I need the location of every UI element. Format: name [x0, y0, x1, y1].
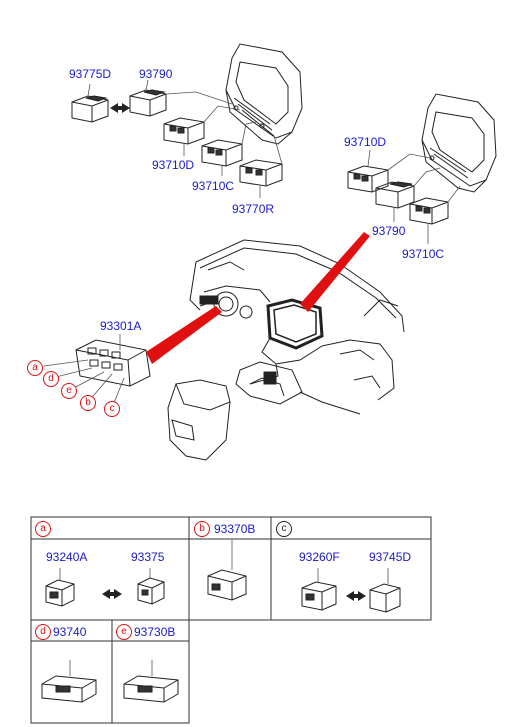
label-93770R: 93770R — [232, 202, 275, 216]
table-callout-c: c — [276, 521, 292, 537]
callout-e: e — [61, 383, 77, 399]
table-callout-a: a — [35, 521, 51, 537]
double-arrow-top — [110, 103, 130, 113]
switch-93770R — [239, 159, 283, 187]
table-label-93730B: 93730B — [134, 625, 176, 639]
label-93710D: 93710D — [152, 158, 195, 172]
callout-a: a — [27, 360, 43, 376]
label-93301A: 93301A — [100, 319, 142, 333]
switch-93710C — [201, 139, 243, 167]
table-label-93745D: 93745D — [369, 550, 412, 564]
table-callout-b: b — [194, 521, 210, 537]
red-pointer-left — [146, 306, 222, 364]
red-pointer-right — [300, 232, 370, 312]
switch-93775D — [71, 95, 109, 123]
table-callout-d: d — [35, 624, 51, 640]
label-93710C: 93710C — [192, 179, 235, 193]
switch-93790-right — [375, 181, 415, 209]
table-callout-e: e — [116, 624, 132, 640]
switch-93790 — [129, 89, 167, 117]
switch-93710C-right — [409, 197, 449, 225]
label-93790-right: 93790 — [372, 224, 406, 238]
part-93745D — [369, 583, 401, 613]
table-label-93370B: 93370B — [214, 522, 256, 536]
label-93710C-right: 93710C — [402, 247, 445, 261]
part-93370B — [207, 569, 247, 601]
part-93740 — [41, 675, 97, 703]
head-unit-bezel-left — [225, 43, 303, 145]
part-93240A — [45, 579, 75, 607]
callout-c: c — [104, 401, 120, 417]
label-93790: 93790 — [139, 67, 173, 81]
head-unit-bezel-right — [421, 93, 497, 193]
part-93730B — [123, 675, 179, 703]
switch-93710D-right — [347, 165, 389, 193]
callout-b: b — [80, 395, 96, 411]
table-label-93240A: 93240A — [46, 550, 88, 564]
switch-93710D — [163, 117, 205, 145]
label-93775D: 93775D — [69, 67, 112, 81]
table-label-93740: 93740 — [53, 625, 87, 639]
callout-d: d — [43, 371, 59, 387]
part-93260F — [301, 581, 337, 611]
table-label-93375: 93375 — [131, 550, 165, 564]
table-label-93260F: 93260F — [299, 550, 340, 564]
label-93710D-right: 93710D — [344, 135, 387, 149]
dashboard-assembly — [167, 239, 405, 461]
part-93375 — [137, 577, 165, 605]
double-arrows-table — [102, 589, 366, 601]
switch-block-93301A — [75, 339, 151, 387]
